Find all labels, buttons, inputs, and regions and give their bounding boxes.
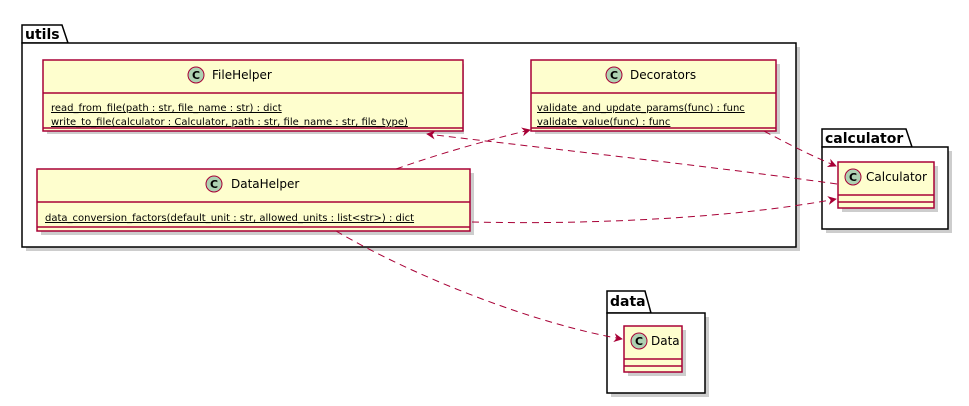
class-filehelper[interactable]: C FileHelper read_from_file(path : str, …	[42, 59, 464, 134]
class-decorators-box	[530, 59, 777, 132]
class-filehelper-method-write: write_to_file(calculator : Calculator, p…	[51, 117, 408, 128]
class-decorators-name: Decorators	[630, 68, 696, 82]
dependency-datahelper-to-data[interactable]	[335, 230, 623, 343]
dependency-datahelper-to-calculator[interactable]	[471, 196, 837, 224]
dependency-calculator-to-filehelper[interactable]	[426, 130, 838, 185]
class-decorators-method-validate-and-update: validate_and_update_params(func) : func	[537, 103, 745, 114]
class-stereotype-letter: C	[192, 69, 200, 82]
package-calculator-label: calculator	[825, 131, 903, 147]
class-decorators[interactable]: C Decorators validate_and_update_params(…	[530, 59, 780, 134]
package-utils-label: utils	[25, 27, 60, 43]
class-data[interactable]: C Data	[623, 325, 686, 376]
class-datahelper[interactable]: C DataHelper data_conversion_factors(def…	[36, 168, 474, 235]
class-stereotype-letter: C	[635, 335, 643, 348]
class-stereotype-icon	[205, 175, 223, 193]
class-datahelper-box	[36, 168, 471, 232]
dependency-datahelper-to-decorators[interactable]	[395, 127, 531, 170]
class-filehelper-name: FileHelper	[212, 68, 272, 82]
class-filehelper-method-read: read_from_file(path : str, file_name : s…	[51, 103, 282, 114]
class-decorators-method-validate-value: validate_value(func) : func	[537, 117, 670, 128]
class-stereotype-icon	[187, 66, 205, 84]
class-calculator[interactable]: C Calculator	[837, 161, 938, 212]
class-stereotype-icon	[605, 66, 623, 84]
class-stereotype-icon	[844, 168, 862, 186]
class-calculator-name: Calculator	[866, 170, 927, 184]
class-data-name: Data	[651, 334, 680, 348]
dependency-decorators-to-calculator[interactable]	[763, 130, 837, 168]
package-data-label: data	[610, 294, 646, 310]
class-datahelper-name: DataHelper	[231, 177, 299, 191]
class-data-box	[623, 325, 683, 373]
class-stereotype-letter: C	[610, 69, 618, 82]
class-stereotype-letter: C	[210, 178, 218, 191]
class-stereotype-icon	[630, 332, 648, 350]
class-stereotype-letter: C	[849, 171, 857, 184]
class-filehelper-box	[42, 59, 464, 132]
class-datahelper-method-conversion-factors: data_conversion_factors(default_unit : s…	[45, 213, 414, 224]
